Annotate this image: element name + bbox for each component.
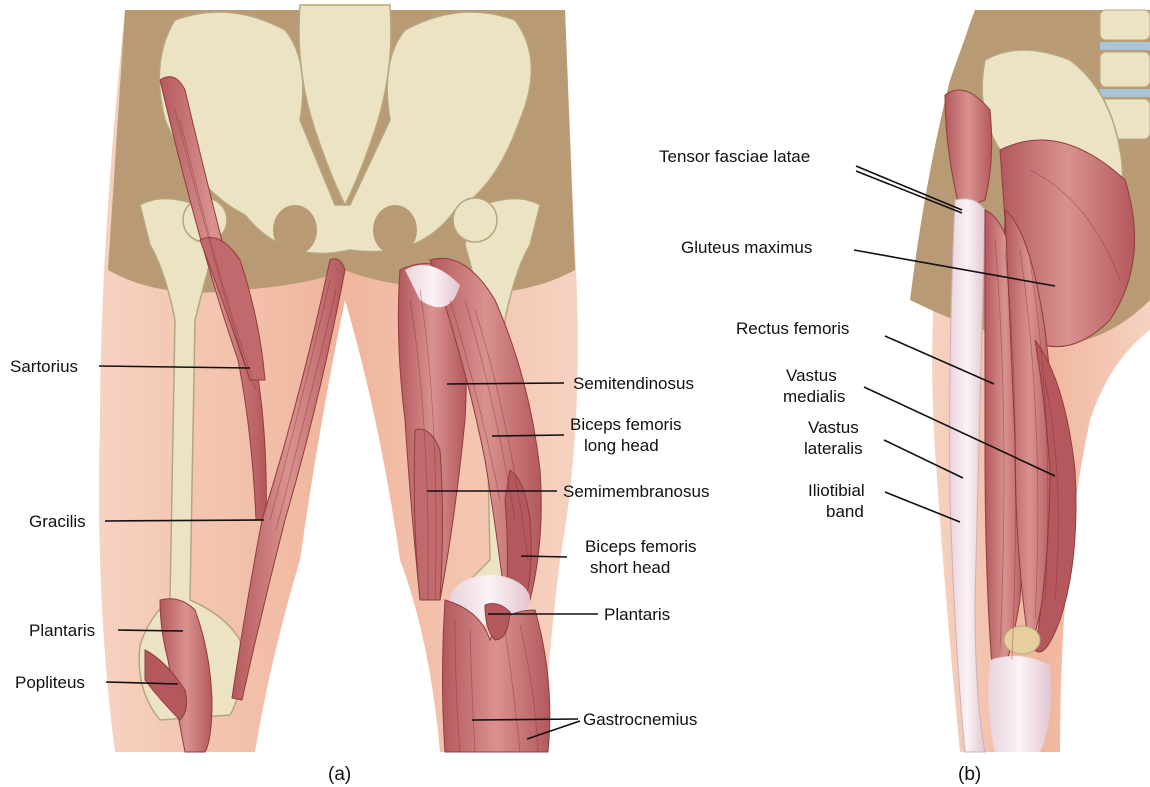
label-biceps-short-line2: short head (590, 558, 670, 577)
label-sartorius: Sartorius (10, 357, 78, 376)
patella (1004, 626, 1040, 654)
obturator-foramen-right (373, 205, 417, 255)
label-vastus-medialis-line1: Vastus (786, 366, 837, 385)
label-iliotibial-line1: Iliotibial (808, 481, 865, 500)
label-semimembranosus: Semimembranosus (563, 482, 709, 501)
label-gracilis: Gracilis (29, 512, 86, 531)
panel-a-illustration (99, 5, 578, 752)
caption-a: (a) (328, 764, 351, 785)
patellar-tendon (988, 656, 1051, 752)
panel-b-illustration (910, 10, 1150, 752)
label-biceps-long-line2: long head (584, 436, 659, 455)
label-semitendinosus: Semitendinosus (573, 374, 694, 393)
label-iliotibial-line2: band (826, 502, 864, 521)
caption-b: (b) (958, 764, 981, 785)
label-rectus-femoris: Rectus femoris (736, 319, 849, 338)
label-plantaris-left: Plantaris (29, 621, 95, 640)
label-vastus-lateralis-line1: Vastus (808, 418, 859, 437)
label-plantaris-right: Plantaris (604, 605, 670, 624)
label-vastus-lateralis-line2: lateralis (804, 439, 863, 458)
label-gluteus-maximus: Gluteus maximus (681, 238, 812, 257)
obturator-foramen-left (273, 205, 317, 255)
label-vastus-medialis-line2: medialis (783, 387, 845, 406)
label-biceps-long-line1: Biceps femoris (570, 415, 681, 434)
label-popliteus: Popliteus (15, 673, 85, 692)
label-gastrocnemius: Gastrocnemius (583, 710, 697, 729)
label-biceps-short-line1: Biceps femoris (585, 537, 696, 556)
femoral-head-right (453, 198, 497, 242)
label-tensor-fasciae-latae: Tensor fasciae latae (659, 147, 810, 166)
